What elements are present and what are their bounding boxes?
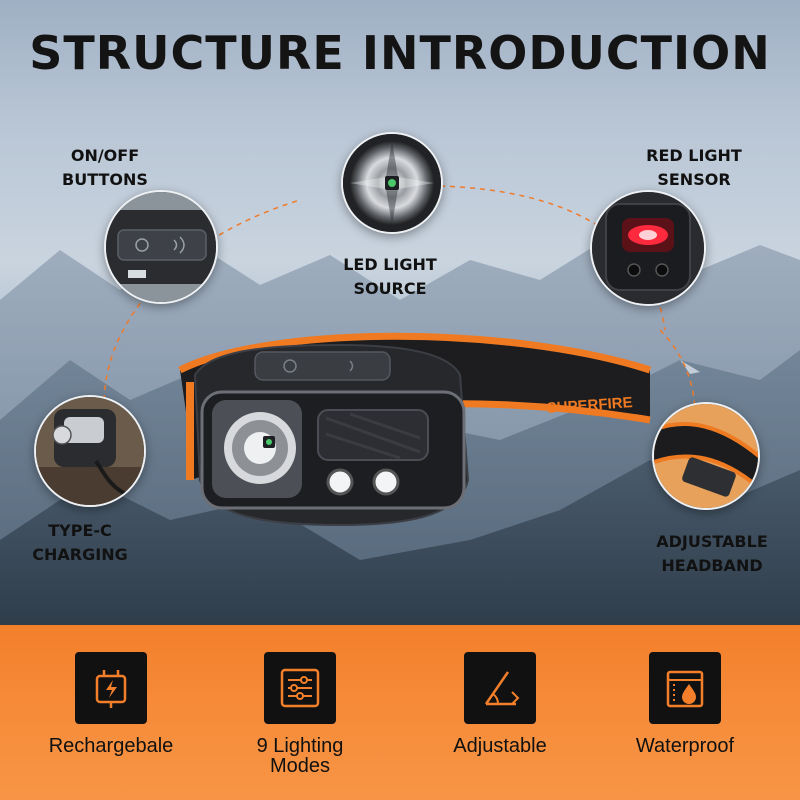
page-title: STRUCTURE INTRODUCTION — [29, 26, 771, 80]
angle-icon — [464, 652, 536, 724]
feature-label: 9 Lighting Modes — [256, 735, 344, 777]
headband-closeup — [652, 402, 760, 510]
sliders-icon — [264, 652, 336, 724]
type-c-charging-closeup — [34, 395, 146, 507]
water-drop-icon — [649, 652, 721, 724]
headband-label: ADJUSTABLE HEADBAND — [656, 532, 768, 575]
feature-label: Waterproof — [635, 735, 735, 757]
feature-label: Adjustable — [453, 735, 547, 757]
headlamp-product: SUPERFIRE — [150, 330, 660, 530]
on-off-buttons-closeup — [104, 190, 218, 304]
red-light-sensor-closeup — [590, 190, 706, 306]
feature-waterproof: Waterproof — [600, 652, 770, 756]
plug-icon — [75, 652, 147, 724]
feature-rechargeable: Rechargebale — [26, 652, 196, 756]
hero-stage: STRUCTURE INTRODUCTION LED LIGHT SOURCE … — [0, 0, 800, 625]
type-c-label: TYPE-C CHARGING — [32, 521, 128, 564]
red-light-label: RED LIGHT SENSOR — [646, 146, 742, 189]
led-light-label: LED LIGHT SOURCE — [343, 255, 437, 298]
on-off-label: ON/OFF BUTTONS — [62, 146, 148, 189]
feature-adjustable: Adjustable — [415, 652, 585, 756]
strap-brand-text: SUPERFIRE — [546, 394, 633, 417]
feature-label: Rechargebale — [48, 735, 174, 757]
feature-lighting-modes: 9 Lighting Modes — [215, 652, 385, 776]
led-source-closeup — [341, 132, 443, 234]
